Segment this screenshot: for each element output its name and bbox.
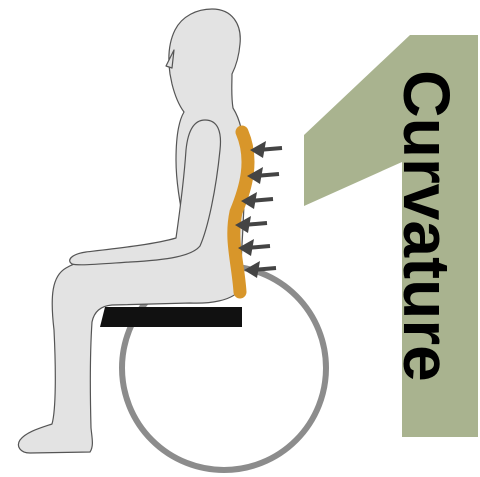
- pressure-arrow: [250, 141, 282, 158]
- seat-cushion: [100, 307, 242, 327]
- seated-person-figure: [18, 9, 244, 453]
- person-body: [18, 9, 244, 453]
- curvature-label: Curvature: [390, 70, 464, 382]
- pressure-arrow-head: [244, 261, 260, 278]
- pressure-arrow: [238, 239, 270, 256]
- person-arm: [70, 120, 221, 265]
